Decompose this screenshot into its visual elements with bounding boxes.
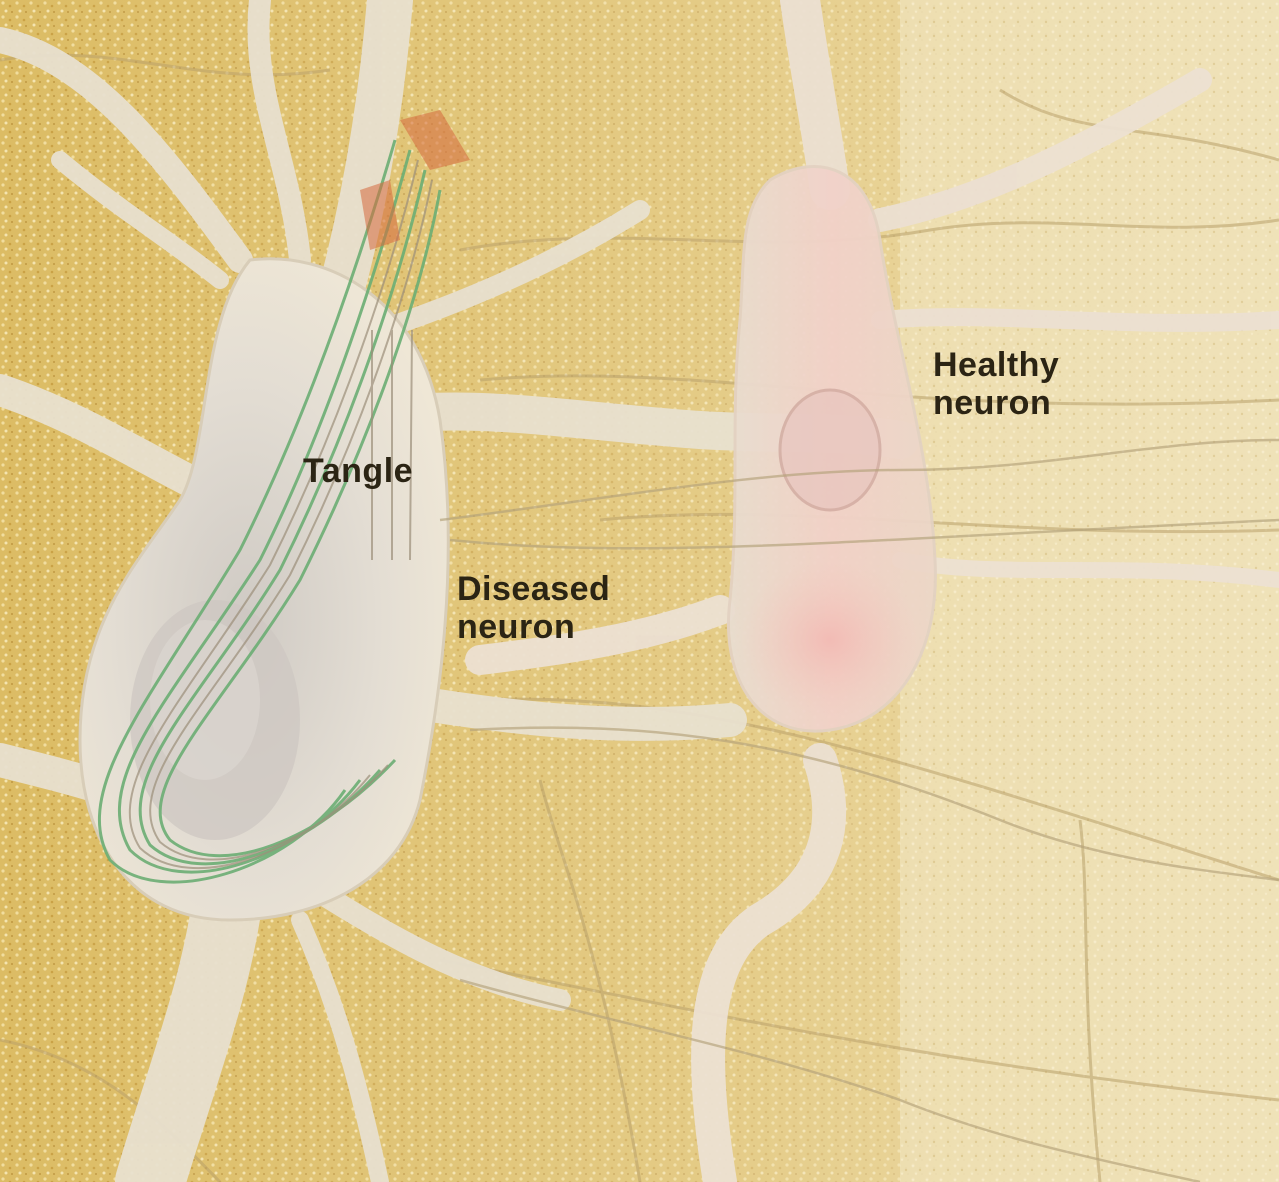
tangle-label-text: Tangle — [303, 452, 413, 490]
diseased-label-line1: Diseased — [457, 570, 610, 608]
diseased-neuron-label: Diseased neuron — [457, 570, 610, 646]
diseased-label-line2: neuron — [457, 608, 610, 646]
healthy-label-line2: neuron — [933, 384, 1059, 422]
healthy-neuron-label: Healthy neuron — [933, 346, 1059, 422]
healthy-label-line1: Healthy — [933, 346, 1059, 384]
tangle-label: Tangle — [303, 452, 413, 490]
